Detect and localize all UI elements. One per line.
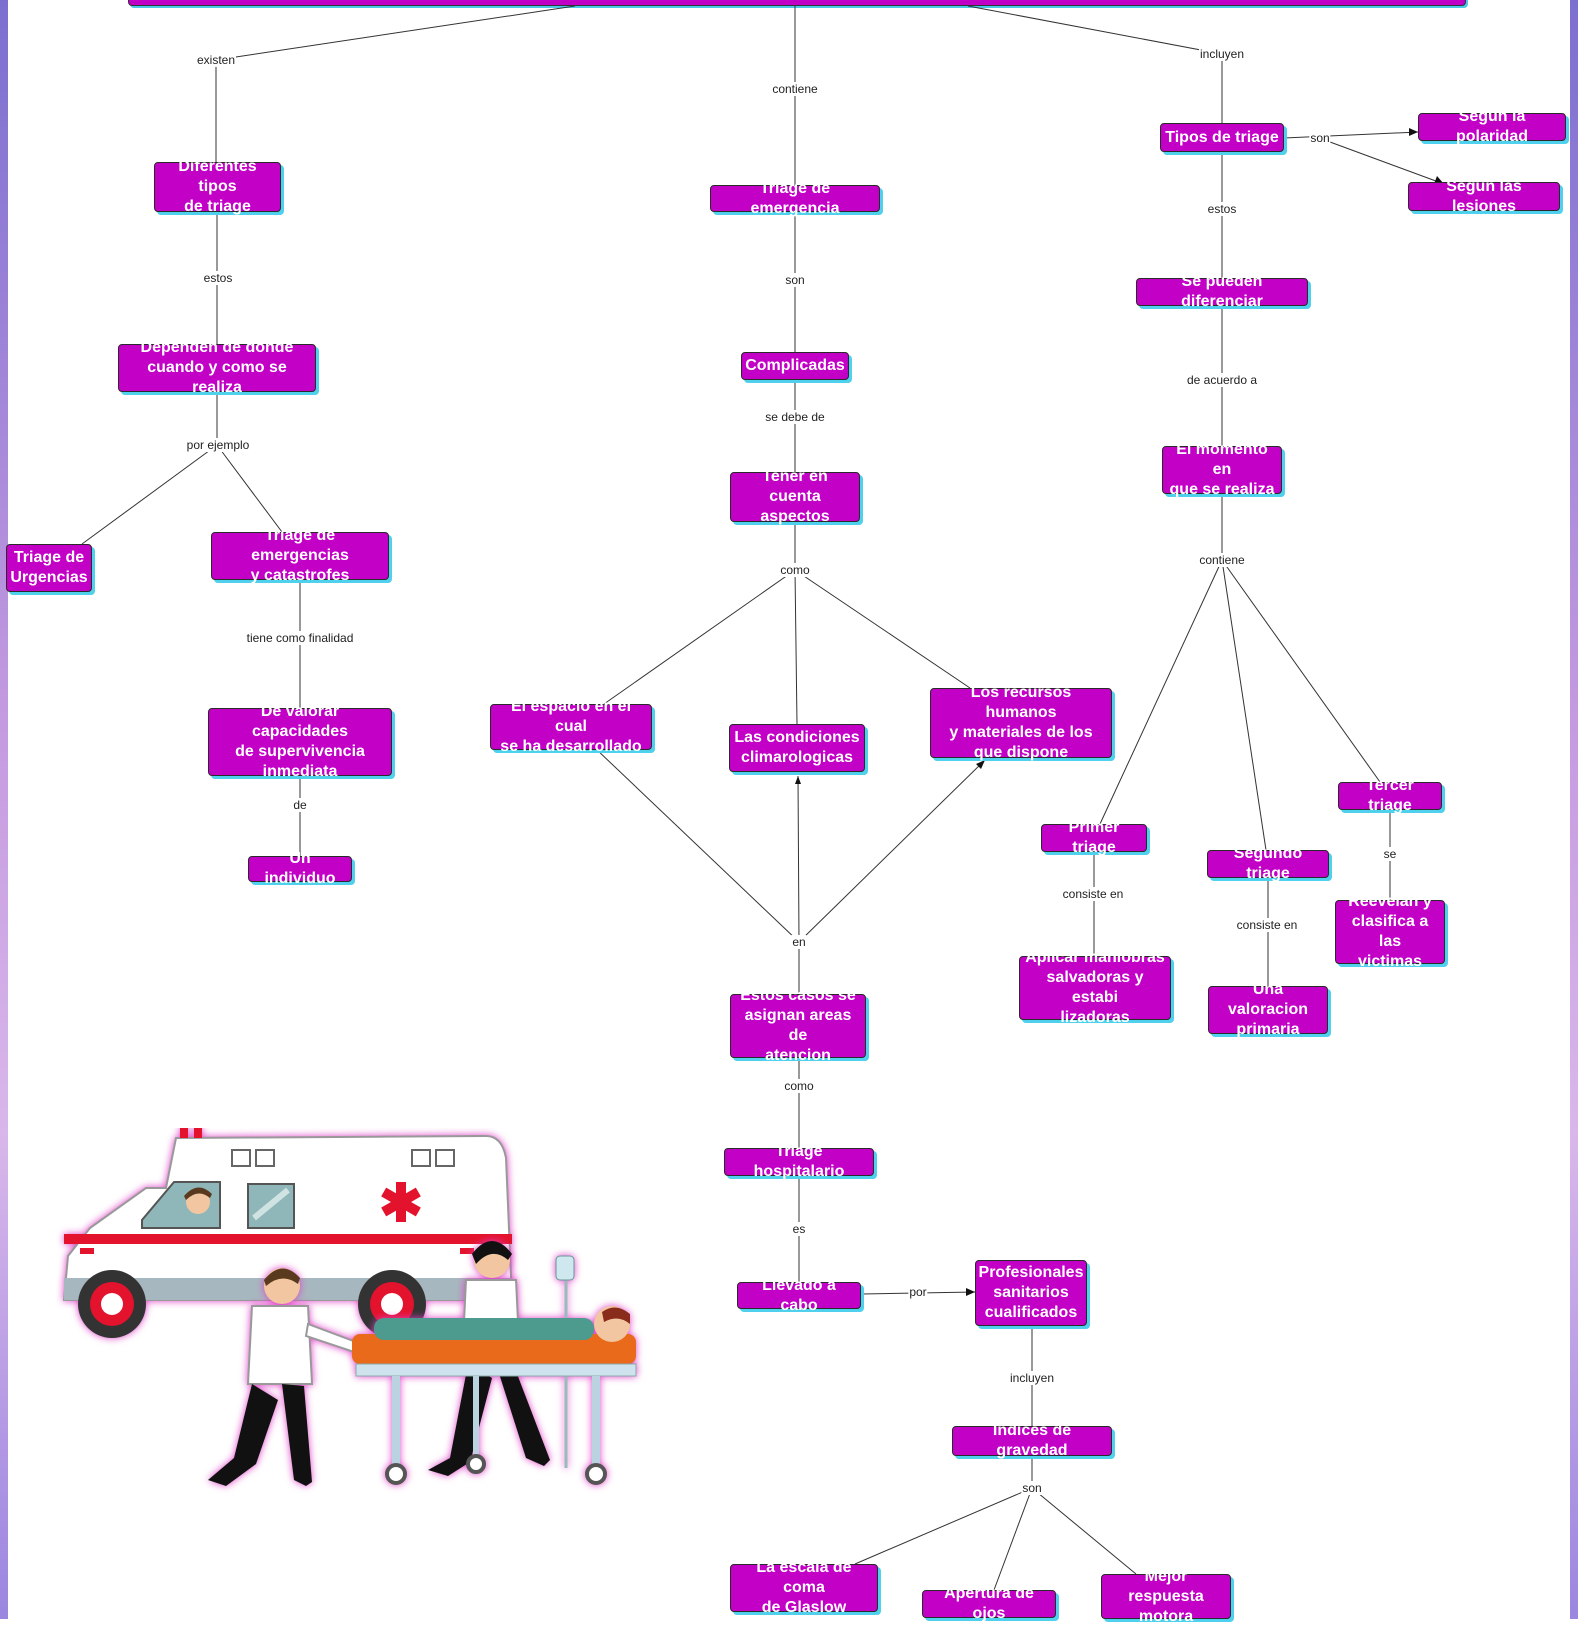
node-una-valoracion-primaria[interactable]: Una valoracion primaria [1208,981,1328,1038]
node-condiciones-climarologicas[interactable]: Las condiciones climarologicas [729,724,865,772]
link-label-de-acuerdo-a: de acuerdo a [1185,373,1259,387]
node-recursos-humanos[interactable]: Los recursos humanos y materiales de los… [930,684,1112,761]
node-triage-emergencias-catastrofes[interactable]: Triage de emergencias y catastrofes [211,527,389,584]
node-primer-triage[interactable]: Primer triage [1041,819,1147,856]
node-aplicar-maniobras[interactable]: Aplicar maniobras salvadoras y estabi li… [1019,949,1171,1026]
ambulance-illustration [62,1128,637,1486]
node-un-individuo[interactable]: Un individuo [248,850,352,887]
link-label-son: son [784,273,806,287]
node-profesionales-sanitarios[interactable]: Profesionales sanitarios cualificados [975,1260,1087,1326]
node-triage-urgencias[interactable]: Triage de Urgencias [6,544,92,592]
node-reevelan-y-clasifica[interactable]: Reevelan y clasifica a las victimas [1335,893,1445,970]
node-tipos-de-triage[interactable]: Tipos de triage [1160,123,1284,152]
node-estos-casos[interactable]: Estos casos se asignan areas de atencion [730,987,866,1064]
node-tener-en-cuenta[interactable]: Tener en cuenta aspectos [730,468,860,525]
node-dependen[interactable]: Dependen de donde cuando y como se reali… [118,339,316,396]
node-se-pueden-diferenciar[interactable]: Se pueden diferenciar [1136,273,1308,310]
link-label-son-2: son [1021,1481,1043,1495]
node-tercer-triage[interactable]: Tercer triage [1338,777,1442,814]
node-diferentes-tipos[interactable]: Diferentes tipos de triage [154,158,281,215]
link-label-estos: estos [202,271,234,285]
link-label-por-ejemplo: por ejemplo [185,438,251,452]
link-label-en: en [791,935,807,949]
node-escala-glaslow[interactable]: La escala de coma de Glaslow [730,1559,878,1616]
link-label-como-2: como [783,1079,815,1093]
node-el-momento[interactable]: El momento en que se realiza [1162,441,1282,498]
right-frame-border [1570,0,1578,1619]
node-llevado-a-cabo[interactable]: Llevado a cabo [737,1277,861,1314]
node-segun-la-polaridad[interactable]: Segun la polaridad [1418,108,1566,145]
link-label-como: como [779,563,811,577]
link-label-contiene: contiene [771,82,819,96]
link-label-consiste-en: consiste en [1061,887,1125,901]
link-label-se-debe-de: se debe de [764,410,826,424]
node-el-espacio[interactable]: El espacio en el cual se ha desarrollado [490,698,652,755]
link-label-de: de [292,798,308,812]
link-label-son-3: son [1309,131,1331,145]
node-segun-las-lesiones[interactable]: Segun las lesiones [1408,178,1560,215]
root-concept-node[interactable] [128,0,1466,6]
node-apertura-de-ojos[interactable]: Apertura de ojos [922,1585,1056,1622]
link-label-es: es [791,1222,807,1236]
link-label-tiene-como-finalidad: tiene como finalidad [245,631,355,645]
node-complicadas[interactable]: Complicadas [741,352,849,380]
node-indices-de-gravedad[interactable]: Indices de gravedad [952,1422,1112,1459]
link-label-contiene-2: contiene [1198,553,1246,567]
node-triage-hospitalario[interactable]: Triage hospitalario [724,1143,874,1180]
link-label-consiste-en-2: consiste en [1235,918,1299,932]
node-triage-de-emergencia[interactable]: Triage de emergencia [710,180,880,217]
left-frame-border [0,0,8,1619]
link-label-se: se [1382,847,1398,861]
node-mejor-respuesta-motora[interactable]: Mejor respuesta motora [1101,1568,1231,1625]
link-label-por: por [908,1285,928,1299]
link-label-incluyen-2: incluyen [1008,1371,1056,1385]
link-label-estos-2: estos [1206,202,1238,216]
link-label-incluyen: incluyen [1198,47,1246,61]
node-valorar-capacidades[interactable]: De valorar capacidades de supervivencia … [208,703,392,780]
node-segundo-triage[interactable]: Segundo triage [1207,845,1329,882]
link-label-existen: existen [195,53,237,67]
